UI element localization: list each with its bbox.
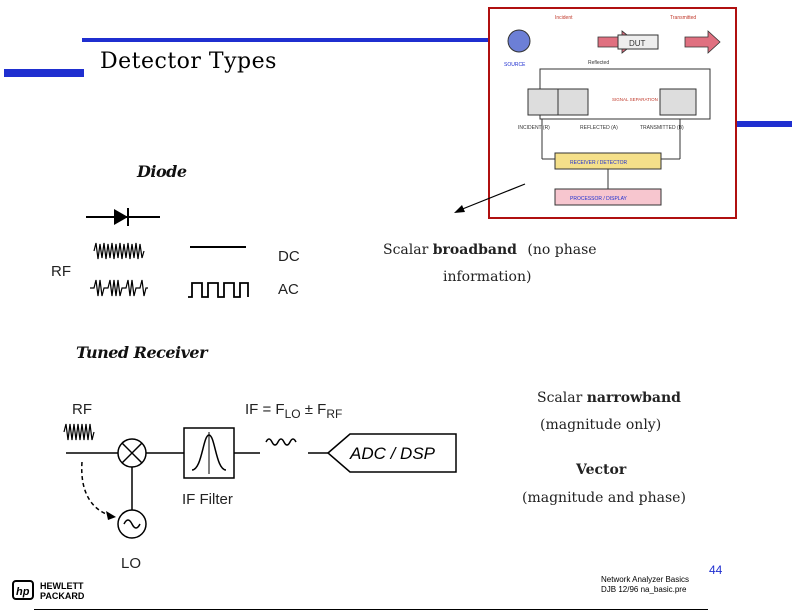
adc-dsp-block bbox=[326, 433, 457, 473]
diode-desc-prefix: Scalar bbox=[383, 242, 433, 258]
if-filter-label: IF Filter bbox=[182, 491, 233, 508]
inset-reflected-a-label: REFLECTED (A) bbox=[580, 125, 618, 131]
inset-processor-label: PROCESSOR / DISPLAY bbox=[570, 196, 628, 202]
inset-incident-r-label: INCIDENT (R) bbox=[518, 125, 550, 131]
tuned-receiver-schematic bbox=[63, 423, 457, 539]
slide-title: Detector Types bbox=[100, 49, 277, 74]
svg-text:hp: hp bbox=[16, 586, 30, 598]
diode-description: Scalar broadband (no phase bbox=[383, 242, 597, 258]
pointer-arrow bbox=[454, 183, 526, 213]
adc-dsp-label: ADC / DSP bbox=[350, 444, 436, 463]
brand-name: HEWLETT PACKARD bbox=[40, 581, 84, 601]
narrow-prefix: Scalar bbox=[537, 390, 587, 406]
diode-desc-suffix: (no phase bbox=[522, 242, 597, 258]
vector-title: Vector bbox=[576, 462, 627, 478]
narrow-bold: narrowband bbox=[586, 390, 681, 406]
inset-source-label: SOURCE bbox=[504, 62, 526, 68]
lo-label: LO bbox=[121, 555, 142, 572]
narrowband-description: Scalar narrowband bbox=[537, 390, 681, 406]
if-equation: IF = FLO ± FRF bbox=[245, 401, 342, 421]
accent-bar-left bbox=[4, 69, 84, 77]
tuned-receiver-heading: Tuned Receiver bbox=[76, 343, 208, 362]
footer-rule bbox=[34, 609, 708, 610]
if-sub-lo: LO bbox=[284, 407, 301, 421]
diode-desc-bold: broadband bbox=[432, 242, 517, 258]
accent-line-top bbox=[82, 38, 722, 42]
diode-rf-label: RF bbox=[51, 263, 71, 280]
modulated-rf-icon bbox=[90, 279, 148, 297]
ac-signal-icon bbox=[188, 282, 249, 298]
brand-line1: HEWLETT bbox=[40, 581, 84, 591]
diode-heading: Diode bbox=[137, 162, 187, 181]
diode-symbol-icon bbox=[86, 208, 160, 226]
narrowband-line2: (magnitude only) bbox=[540, 417, 662, 433]
vector-line2: (magnitude and phase) bbox=[522, 490, 686, 506]
ac-label: AC bbox=[278, 281, 299, 298]
inset-dut-label: DUT bbox=[629, 39, 646, 48]
tuning-arrow bbox=[81, 461, 113, 517]
dc-signal-icon bbox=[190, 246, 246, 248]
transmitted-out-arrow-icon bbox=[684, 30, 721, 54]
source-icon bbox=[507, 29, 531, 53]
coupler-b-icon bbox=[659, 88, 697, 116]
inset-transmitted-label: Transmitted bbox=[670, 15, 696, 21]
if-label: IF = F bbox=[245, 401, 285, 418]
inset-dut-box bbox=[617, 34, 659, 50]
hp-logo: hp bbox=[12, 580, 34, 600]
dc-label: DC bbox=[278, 248, 300, 265]
inset-transmitted-b-label: TRANSMITTED (B) bbox=[640, 125, 684, 131]
tuned-rf-signal-icon bbox=[63, 423, 95, 441]
rf-signal-icon bbox=[93, 242, 145, 260]
if-sub-rf: RF bbox=[326, 407, 343, 421]
if-pm: ± F bbox=[300, 401, 327, 418]
inset-signal-separation-label: SIGNAL SEPARATION bbox=[612, 97, 658, 102]
page-number: 44 bbox=[709, 563, 723, 577]
inset-diagram-svg: Incident Transmitted SOURCE DUT Reflecte… bbox=[504, 15, 721, 206]
if-signal-icon bbox=[265, 438, 297, 446]
diode-description-line2: information) bbox=[443, 269, 532, 285]
hp-logo-icon: hp bbox=[16, 586, 30, 598]
inset-reflected-label: Reflected bbox=[588, 60, 609, 66]
brand-line2: PACKARD bbox=[40, 591, 85, 601]
footer-doc: DJB 12/96 na_basic.pre bbox=[601, 585, 687, 594]
coupler-r-icon bbox=[527, 88, 559, 116]
inset-receiver-label: RECEIVER / DETECTOR bbox=[570, 160, 628, 166]
tuned-rf-label: RF bbox=[72, 401, 92, 418]
footer-course: Network Analyzer Basics bbox=[601, 575, 690, 584]
accent-bar-right bbox=[714, 121, 792, 127]
coupler-a-icon bbox=[557, 88, 589, 116]
inset-incident-label: Incident bbox=[555, 15, 573, 21]
inset-diagram: Incident Transmitted SOURCE DUT Reflecte… bbox=[488, 7, 737, 219]
